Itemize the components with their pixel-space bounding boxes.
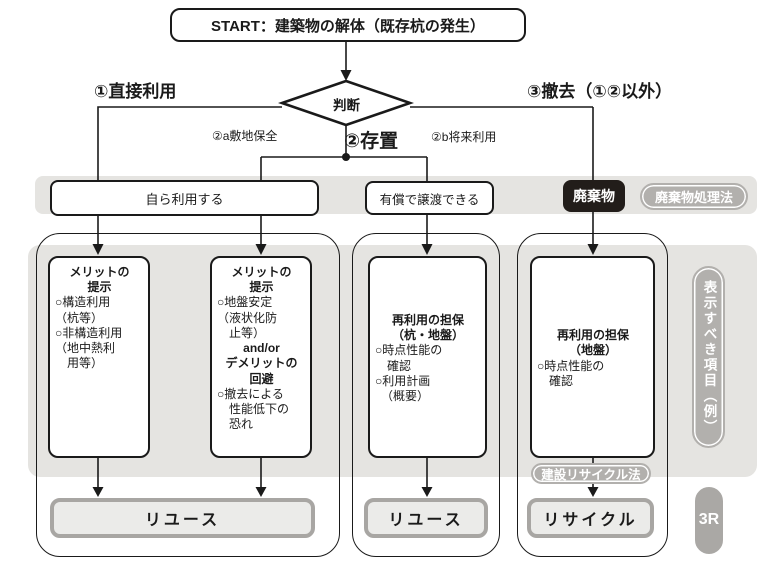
box-body-line: 用等） [55, 356, 104, 371]
box-body-line: ○利用計画 [375, 373, 431, 388]
box-title-line: （杭・地盤） [391, 328, 464, 343]
box-body-line: ○地盤安定 [217, 295, 273, 310]
box-body-line: 止等） [217, 325, 266, 340]
box-title-line: 提示 [87, 280, 112, 295]
node-paid-transfer: 有償で譲渡できる [365, 181, 494, 215]
branch-removal-label: ③撤去（①②以外） [527, 82, 673, 101]
box-merit-demerit-leave: メリットの 提示 ○地盤安定 （液状化防 止等） and/or デメリットの 回… [210, 256, 312, 458]
branch-site-preservation-label: ②a敷地保全 [212, 129, 278, 143]
outcome-reuse-2: リユース [364, 498, 488, 538]
box-title-line: （地盤） [568, 343, 617, 358]
box-body-line: 確認 [537, 373, 574, 388]
box-connector-label: and/or [243, 341, 280, 356]
box-title-line: デメリットの [225, 356, 298, 371]
box-body-line: ○構造利用 [55, 295, 111, 310]
box-title-line: 提示 [249, 280, 274, 295]
box-title-line: 再利用の担保 [391, 312, 464, 327]
box-body-line: 確認 [375, 358, 412, 373]
box-merit-direct-use: メリットの 提示 ○構造利用 （杭等） ○非構造利用 （地中熱利 用等） [48, 256, 150, 458]
badge-3r: 3R [695, 487, 723, 554]
box-body-line: ○時点性能の [375, 343, 443, 358]
box-body-line: （杭等） [55, 310, 104, 325]
box-body-line: ○非構造利用 [55, 325, 123, 340]
box-body-line: （地中熱利 [55, 341, 116, 356]
branch-future-use-label: ②b将来利用 [431, 130, 497, 144]
branch-direct-use-label: ①直接利用 [94, 82, 177, 101]
box-body-line: ○時点性能の [537, 358, 605, 373]
box-body-line: 恐れ [217, 417, 254, 432]
outcome-recycle: リサイクル [527, 498, 654, 538]
box-body-line: 性能低下の [217, 402, 290, 417]
node-use-self: 自ら利用する [50, 180, 319, 216]
box-guarantee-ground: 再利用の担保 （地盤） ○時点性能の 確認 [530, 256, 655, 458]
box-title-line: 再利用の担保 [556, 328, 629, 343]
badge-waste-disposal-law: 廃棄物処理法 [640, 183, 748, 210]
branch-leave-in-place-label: ②存置 [344, 131, 399, 152]
box-body-line: （概要） [375, 388, 430, 403]
box-title-line: メリットの [69, 265, 130, 279]
badge-display-items-example: 表示すべき項目（例） [692, 266, 725, 448]
box-guarantee-pile-ground: 再利用の担保 （杭・地盤） ○時点性能の 確認 ○利用計画 （概要） [368, 256, 487, 458]
decision-label: 判断 [333, 98, 360, 113]
box-body-line: （液状化防 [217, 310, 278, 325]
badge-construction-recycle-law: 建設リサイクル法 [531, 463, 651, 484]
box-body-line: ○撤去による [217, 386, 284, 401]
outcome-reuse-1: リユース [50, 498, 315, 538]
box-title-line: 回避 [249, 371, 274, 386]
start-node: START：建築物の解体（既存杭の発生） [170, 8, 526, 42]
node-waste: 廃棄物 [563, 180, 625, 212]
box-title-line: メリットの [231, 265, 292, 279]
